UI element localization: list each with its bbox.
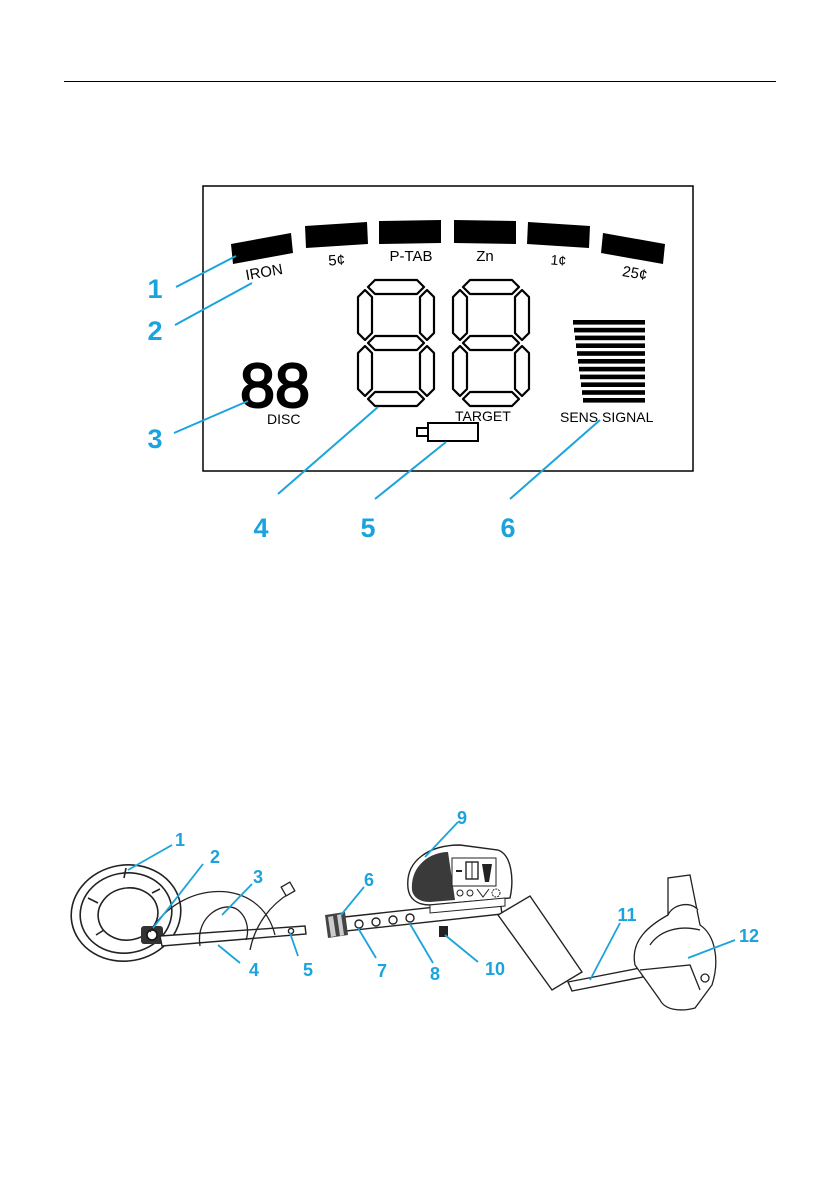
det-leader-6 bbox=[341, 887, 364, 915]
det-leader-1 bbox=[128, 845, 172, 870]
armrest bbox=[634, 875, 716, 1010]
det-leader-7 bbox=[358, 928, 376, 958]
det-leader-4 bbox=[218, 945, 240, 963]
det-callout-9: 9 bbox=[457, 808, 467, 828]
handle-grip bbox=[498, 896, 582, 990]
det-callout-2: 2 bbox=[210, 847, 220, 867]
lower-shaft bbox=[160, 926, 306, 946]
det-callout-7: 7 bbox=[377, 961, 387, 981]
search-coil bbox=[64, 856, 189, 970]
det-callout-11: 11 bbox=[617, 905, 636, 925]
det-leader-3 bbox=[222, 884, 252, 915]
det-callout-6: 6 bbox=[364, 870, 374, 890]
locking-nut bbox=[325, 912, 348, 938]
det-leader-8 bbox=[410, 924, 433, 963]
control-box bbox=[408, 845, 512, 913]
det-callout-10: 10 bbox=[485, 959, 505, 979]
det-leader-10 bbox=[445, 935, 478, 962]
det-callout-8: 8 bbox=[430, 964, 440, 984]
det-leader-5 bbox=[290, 933, 298, 956]
det-callout-5: 5 bbox=[303, 960, 313, 980]
det-callout-4: 4 bbox=[249, 960, 259, 980]
det-callout-1: 1 bbox=[175, 830, 185, 850]
det-callout-3: 3 bbox=[253, 867, 263, 887]
det-callout-12: 12 bbox=[739, 926, 759, 946]
det-leader-11 bbox=[590, 923, 620, 980]
